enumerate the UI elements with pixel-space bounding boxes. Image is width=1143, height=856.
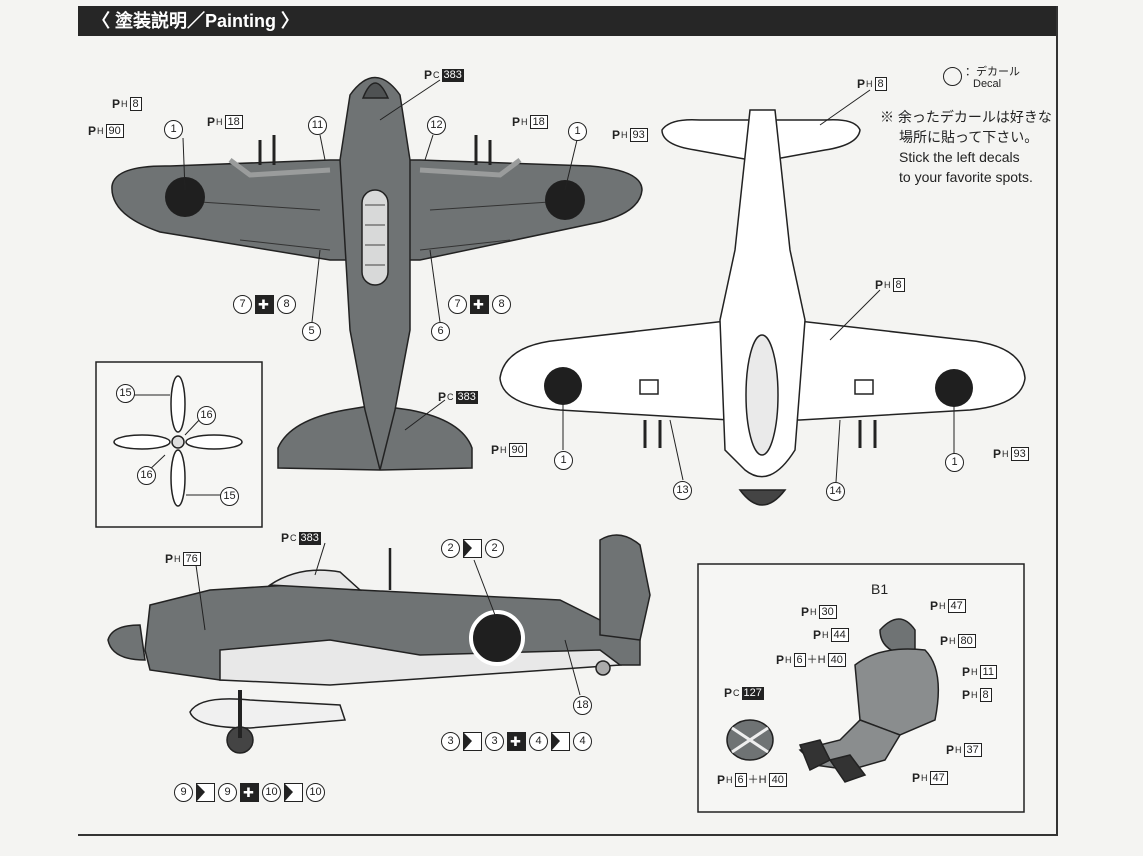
hinomaru-left-wing bbox=[165, 177, 205, 217]
part-16-upper: 16 bbox=[197, 406, 216, 425]
part-18: 18 bbox=[573, 696, 592, 715]
part-12: 12 bbox=[427, 116, 446, 135]
top-view-aircraft bbox=[111, 76, 643, 471]
part-1-top-right: 1 bbox=[568, 122, 587, 141]
frame-border-bottom bbox=[78, 834, 1058, 836]
note-line-4: to your favorite spots. bbox=[899, 169, 1033, 185]
part-15-lower: 15 bbox=[220, 487, 239, 506]
section-header: 〈 塗装説明／Painting 〉 bbox=[78, 6, 1058, 36]
label-b1: B1 bbox=[871, 581, 889, 597]
hinomaru-right-wing bbox=[545, 180, 585, 220]
hinomaru-underside-right bbox=[935, 369, 973, 407]
part-15-upper: 15 bbox=[116, 384, 135, 403]
part-6: 6 bbox=[431, 322, 450, 341]
decal-set-3-4: 3344 bbox=[441, 732, 592, 751]
hinomaru-fuselage bbox=[469, 610, 525, 666]
legend-decal-label: ：デカール bbox=[965, 66, 1020, 78]
part-11: 11 bbox=[308, 116, 327, 135]
part-1-top-left: 1 bbox=[164, 120, 183, 139]
decal-set-7-8-right: 78 bbox=[448, 295, 511, 314]
part-1-bottom-right: 1 bbox=[945, 453, 964, 472]
decal-note: ※ 余ったデカールは好きな 場所に貼って下さい。 Stick the left … bbox=[880, 107, 1052, 187]
decal-set-9-10: 991010 bbox=[174, 783, 325, 802]
part-1-bottom-left: 1 bbox=[554, 451, 573, 470]
part-5: 5 bbox=[302, 322, 321, 341]
bottom-view-aircraft bbox=[499, 109, 1026, 506]
part-13: 13 bbox=[673, 481, 692, 500]
legend-decal-label-en: Decal bbox=[973, 78, 1002, 90]
legend-decal-circle bbox=[943, 67, 962, 86]
leader-lines bbox=[125, 79, 955, 696]
part-16-lower: 16 bbox=[137, 466, 156, 485]
decal-set-7-8-left: 78 bbox=[233, 295, 296, 314]
section-title: 〈 塗装説明／Painting 〉 bbox=[92, 11, 299, 31]
note-line-2: 場所に貼って下さい。 bbox=[899, 129, 1039, 145]
part-14: 14 bbox=[826, 482, 845, 501]
side-view-aircraft bbox=[107, 534, 651, 754]
legend-text: ：デカール Decal bbox=[965, 66, 1020, 90]
hinomaru-underside-left bbox=[544, 367, 582, 405]
note-line-3: Stick the left decals bbox=[899, 149, 1020, 165]
note-line-1: ※ 余ったデカールは好きな bbox=[880, 109, 1052, 125]
frame-border-right bbox=[1056, 6, 1058, 836]
